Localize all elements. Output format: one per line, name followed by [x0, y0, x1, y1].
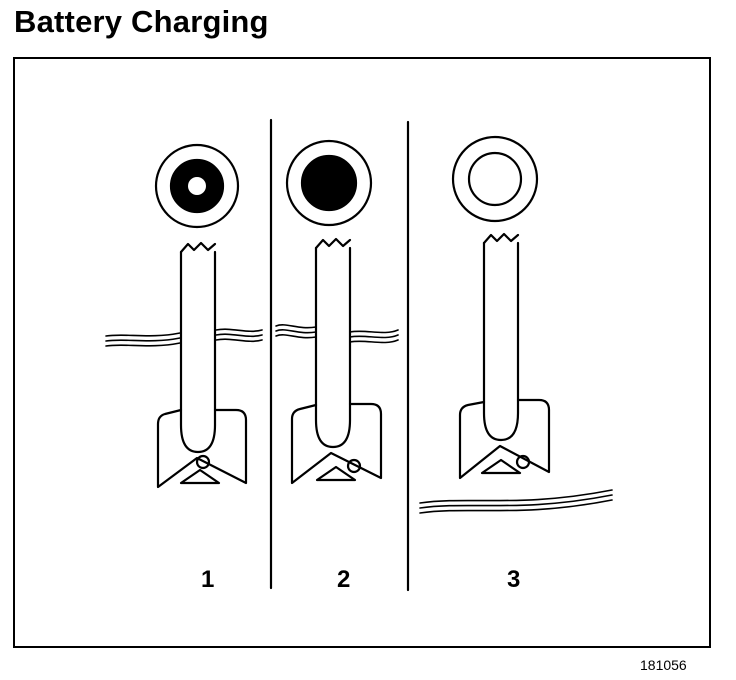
page-title: Battery Charging: [14, 4, 269, 39]
indicator-1-icon: [154, 143, 240, 229]
indicator-2-icon: [285, 139, 373, 227]
electrolyte-level-2: [275, 324, 399, 344]
panel-label-2: 2: [337, 566, 351, 593]
panel-1: [105, 143, 263, 489]
figure-code: 181056: [640, 657, 687, 673]
panel-label-1: 1: [201, 566, 215, 593]
panel-3: [419, 135, 613, 514]
indicator-3-icon: [451, 135, 539, 223]
hydrometer-3-icon: [458, 232, 551, 480]
electrolyte-level-3: [419, 489, 613, 514]
electrolyte-level-1: [105, 328, 263, 347]
panel-label-3: 3: [507, 566, 521, 593]
panel-2: [275, 139, 399, 485]
diagram-frame: [13, 57, 711, 648]
hydrometer-1-icon: [156, 241, 248, 489]
hydrometer-2-icon: [290, 237, 383, 485]
